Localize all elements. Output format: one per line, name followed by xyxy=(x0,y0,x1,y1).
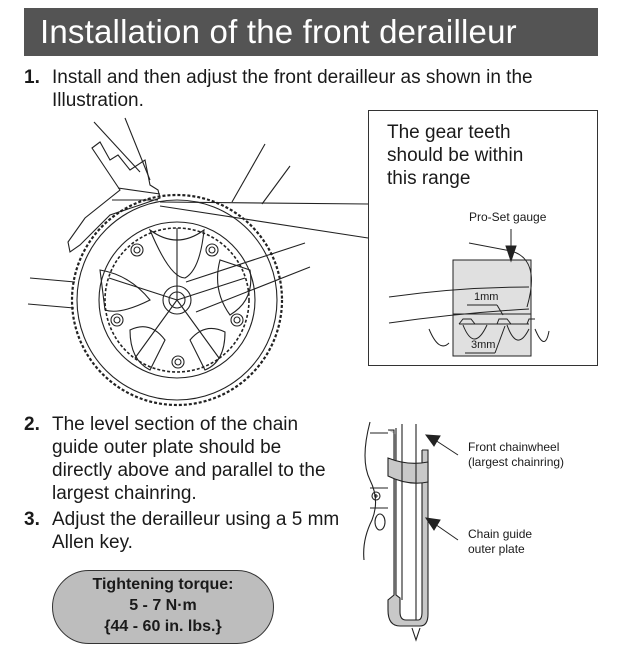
side-view-illustration xyxy=(363,421,459,642)
label-front-chainwheel: Front chainwheel (largest chainring) xyxy=(468,440,565,469)
step-text: The level section of the chain guide out… xyxy=(52,414,326,504)
tightening-torque-badge: Tightening torque: 5 - 7 N·m {44 - 60 in… xyxy=(52,570,274,644)
label-chain-guide-outer-plate: Chain guide outer plate xyxy=(468,527,533,556)
step-number: 1. xyxy=(24,67,40,88)
step-text: Install and then adjust the front derail… xyxy=(52,67,533,111)
page-title: Installation of the front derailleur xyxy=(40,13,517,50)
torque-inlbs: {44 - 60 in. lbs.} xyxy=(104,618,222,635)
step-number: 2. xyxy=(24,414,40,435)
gear-teeth-callout: The gear teeth should be within this ran… xyxy=(368,110,598,366)
gauge-diagram xyxy=(388,229,550,357)
pro-set-gauge-label: Pro-Set gauge xyxy=(469,210,547,224)
torque-heading: Tightening torque: xyxy=(92,576,234,593)
crankset-illustration xyxy=(27,117,369,407)
measure-1mm: 1mm xyxy=(474,291,499,303)
step-number: 3. xyxy=(24,509,40,530)
measure-3mm: 3mm xyxy=(471,339,496,351)
title-bar: Installation of the front derailleur xyxy=(24,8,598,56)
step-text: Adjust the derailleur using a 5 mm Allen… xyxy=(52,509,340,553)
torque-nm: 5 - 7 N·m xyxy=(129,597,197,614)
callout-heading: The gear teeth should be within this ran… xyxy=(387,122,524,189)
